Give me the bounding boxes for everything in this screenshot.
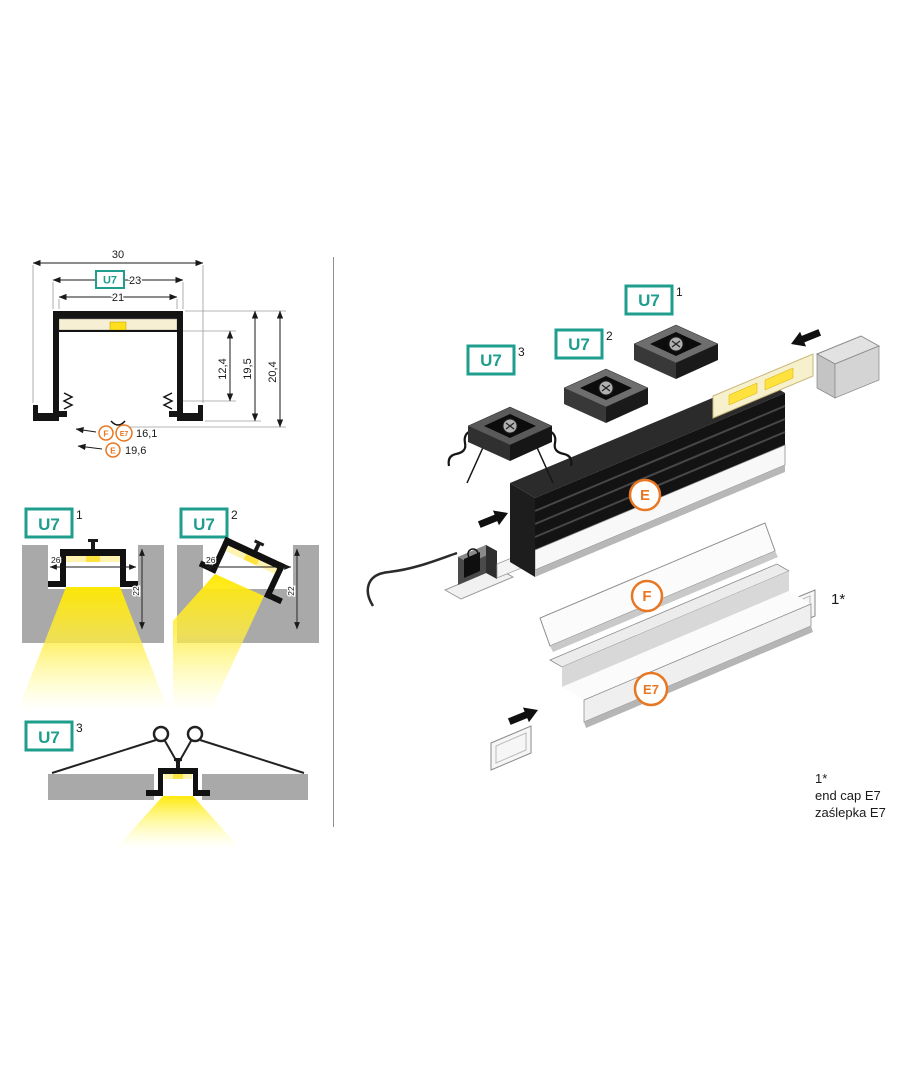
dim-21: 21: [112, 292, 124, 304]
dim-26: 26: [206, 555, 216, 565]
endcap-ref-marker: 1*: [831, 591, 845, 608]
badge-e7: E7: [120, 431, 129, 438]
suspended-profile: [146, 758, 210, 796]
ceiling-slab-left: [48, 774, 154, 800]
badge-f-circle: [98, 425, 114, 441]
dim-22: 22: [286, 586, 296, 596]
footnote: 1* end cap E7 zaślepka E7: [815, 770, 886, 821]
assembly-label3-sup: 3: [518, 345, 525, 359]
mounting-bracket-u7-2: [563, 368, 649, 423]
badge-e-circle: [628, 478, 662, 512]
badge-f-circle: [630, 579, 664, 613]
spring-foot: [110, 420, 126, 426]
light-beam-angled: [173, 574, 264, 710]
spring-clip-right: [162, 392, 174, 410]
variant2-label-box: [179, 507, 229, 539]
dim-19-5: 19,5: [242, 358, 254, 379]
column-divider: [333, 257, 334, 827]
badge-e7: E7: [643, 682, 659, 697]
end-cap-top: [815, 335, 881, 399]
variant1-sup: 1: [76, 508, 83, 522]
variant2-sup: 2: [231, 508, 238, 522]
light-beam: [116, 796, 240, 848]
led-strip: [243, 554, 259, 566]
dimension-lines: [32, 259, 284, 428]
assembly-arrow-e7-endcap: [507, 707, 538, 725]
variant3-sup: 3: [76, 721, 83, 735]
variant3-label-box: [24, 720, 74, 752]
dim-16-1: 16,1: [136, 428, 157, 440]
suspension-ring-right: [186, 725, 204, 743]
dim-23: 23: [129, 275, 141, 287]
led-strip: [173, 774, 183, 779]
led-strip: [109, 321, 127, 331]
variant1-label-box: [24, 507, 74, 539]
cross-section-drawing: 30 U7 23 21 12,4 19,5 20,4: [32, 248, 286, 458]
variant3-label: U7: [38, 728, 60, 747]
variant2-label: U7: [193, 515, 215, 534]
assembly-label3-box: [466, 344, 516, 376]
led-pad: [728, 382, 758, 406]
assembly-arrow-endcap-top: [791, 329, 822, 347]
u7-code-box: [95, 270, 125, 289]
dim-19-6: 19,6: [125, 445, 146, 457]
u7-code: U7: [103, 275, 117, 287]
badge-e-circle: [105, 442, 121, 458]
end-cap-e7: [490, 725, 532, 771]
led-strip-component: [712, 353, 814, 419]
spring-coil-right: [546, 428, 573, 467]
dim-12-4: 12,4: [217, 358, 229, 379]
ceiling-slab-right: [202, 774, 308, 800]
badge-e7-circle: [633, 671, 669, 707]
mounting-bracket-small: [443, 545, 515, 600]
assembly-label1-box: [624, 284, 674, 316]
assembly-label2-box: [554, 328, 604, 360]
light-beam: [18, 587, 168, 710]
assembly-label3: U7: [480, 351, 502, 370]
badge-e7-circle: [115, 424, 133, 442]
mounting-bracket-u7-1: [633, 324, 719, 379]
assembly-label1: U7: [638, 291, 660, 310]
dim-26: 26: [51, 555, 61, 565]
variant-u7-2-drawing: U7 2 26 22: [173, 507, 319, 710]
extension-lines: [32, 265, 286, 428]
spring-coil-left: [447, 428, 474, 467]
badge-e: E: [640, 487, 650, 504]
footnote-line1: end cap E7: [815, 788, 881, 803]
variant-u7-3-drawing: U7 3: [24, 720, 308, 848]
flange-left: [33, 413, 59, 421]
led-pad: [764, 367, 794, 391]
profile-end-face: [510, 483, 535, 577]
badge-f: F: [103, 429, 108, 439]
exploded-assembly-diagram: 1* E F E7 U7 3 U7 2 U7 1: [366, 284, 881, 771]
badge-f: F: [642, 588, 651, 605]
power-cable: [366, 551, 458, 607]
mounting-bracket-u7-3: [447, 406, 573, 484]
assembly-label2: U7: [568, 335, 590, 354]
suspension-ring-left: [152, 725, 170, 743]
dim-30: 30: [112, 249, 124, 261]
led-strip: [86, 556, 100, 562]
badge-e: E: [110, 446, 116, 456]
flange-right: [177, 413, 203, 421]
footnote-line2: zaślepka E7: [815, 805, 886, 820]
variant-u7-1-drawing: U7 1 26 22: [18, 507, 168, 710]
cover-dimension-labels: F E7 16,1 E 19,6: [75, 424, 159, 458]
variant1-label: U7: [38, 515, 60, 534]
assembly-label2-sup: 2: [606, 329, 613, 343]
spring-clip-left: [62, 392, 74, 410]
footnote-ref: 1*: [815, 771, 828, 786]
dim-20-4: 20,4: [267, 361, 279, 382]
profile-cross-section: [33, 311, 203, 426]
assembly-arrow-bracket: [477, 510, 508, 528]
bracket-spring: [467, 548, 479, 560]
assembly-label1-sup: 1: [676, 285, 683, 299]
dim-22: 22: [131, 586, 141, 596]
